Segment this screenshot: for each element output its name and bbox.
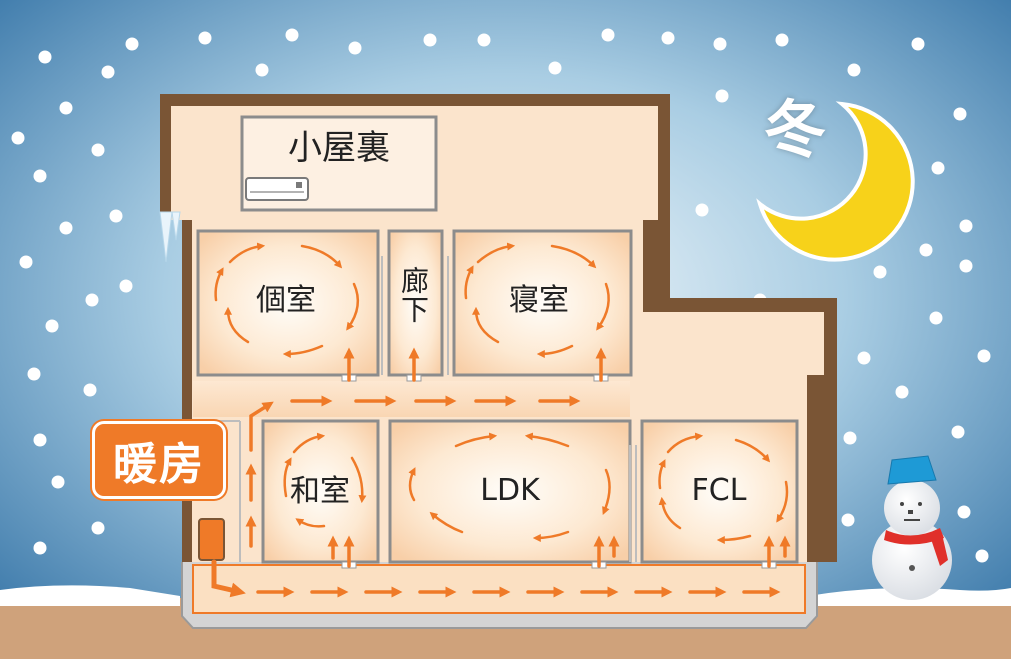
japanese-room-label: 和室 <box>290 474 350 509</box>
heater-icon <box>198 518 225 561</box>
ldk-label: LDK <box>480 473 540 508</box>
airflow-arrows <box>211 347 791 598</box>
hallway-label: 廊 下 <box>400 264 430 327</box>
icicle <box>159 211 173 263</box>
snowflake-icon <box>11 28 991 563</box>
moon-icon <box>756 101 915 262</box>
air-conditioner-icon <box>245 177 309 201</box>
heating-badge: 暖房 <box>92 421 226 499</box>
attic-label: 小屋裏 <box>288 128 390 168</box>
season-label: 冬 <box>763 93 827 166</box>
heating-label: 暖房 <box>113 439 205 490</box>
room-ldk <box>388 419 632 564</box>
snow-ground <box>0 585 180 606</box>
bedroom-label: 寝室 <box>509 283 569 318</box>
fcl-label: FCL <box>691 473 747 508</box>
private-room-label: 個室 <box>256 283 316 318</box>
room-japanese <box>261 419 380 564</box>
snowman-icon <box>872 455 952 600</box>
